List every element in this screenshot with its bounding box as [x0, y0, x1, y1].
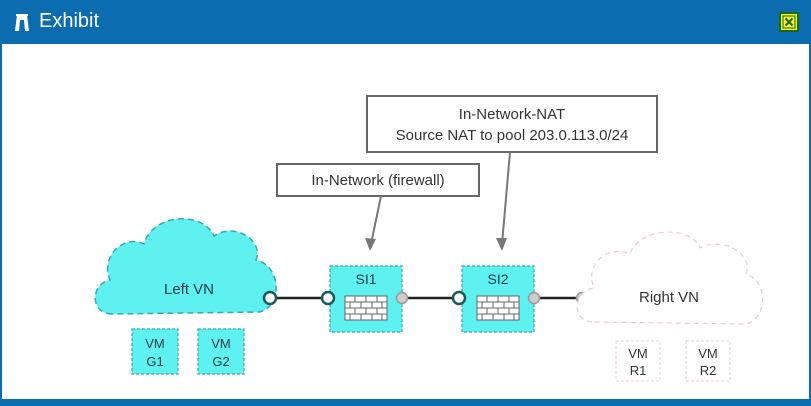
- exhibit-content: In-Network-NAT Source NAT to pool 203.0.…: [2, 44, 799, 399]
- right-vn-cloud: Right VN: [576, 231, 764, 325]
- vm-g2-line2: G2: [212, 354, 229, 369]
- vm-g1-line1: VM: [145, 336, 165, 351]
- right-vn-label: Right VN: [639, 289, 699, 306]
- title-bar: Exhibit: [0, 0, 811, 44]
- vm-r1-line1: VM: [628, 346, 648, 361]
- vm-g2-line1: VM: [211, 336, 231, 351]
- left-vn-cloud: Left VN: [94, 218, 277, 315]
- firewall-callout: In-Network (firewall): [276, 163, 480, 197]
- firewall-callout-text: In-Network (firewall): [311, 172, 444, 189]
- close-button[interactable]: [779, 12, 799, 32]
- vm-r2: VM R2: [685, 340, 731, 382]
- firewall-icon: [344, 295, 388, 321]
- vm-r1-line2: R1: [630, 363, 647, 378]
- vm-g1: VM G1: [131, 328, 179, 375]
- scrollbar-area: [799, 44, 809, 399]
- exhibit-icon: [15, 14, 29, 31]
- close-icon: [782, 15, 796, 29]
- port-si1-right: [395, 291, 409, 305]
- nat-callout-arrowhead: [496, 238, 507, 251]
- firewall-callout-arrowhead: [365, 238, 376, 251]
- vm-g2: VM G2: [197, 328, 245, 375]
- port-leftvn-out: [262, 290, 278, 306]
- vm-g1-line2: G1: [146, 354, 163, 369]
- si1-label: SI1: [355, 271, 376, 287]
- window-title: Exhibit: [39, 10, 100, 32]
- vm-r1: VM R1: [615, 340, 661, 382]
- firewall-icon: [476, 295, 520, 321]
- left-vn-label: Left VN: [164, 281, 214, 298]
- firewall-callout-pointer: [370, 195, 382, 245]
- vm-r2-line2: R2: [700, 363, 717, 378]
- nat-callout-pointer: [501, 151, 511, 245]
- nat-callout: In-Network-NAT Source NAT to pool 203.0.…: [366, 95, 658, 153]
- nat-callout-line2: Source NAT to pool 203.0.113.0/24: [396, 127, 629, 144]
- port-si2-right: [527, 291, 541, 305]
- service-instance-si1: SI1: [329, 265, 403, 333]
- network-diagram: In-Network-NAT Source NAT to pool 203.0.…: [94, 95, 764, 382]
- port-si1-left: [320, 290, 336, 306]
- nat-callout-line1: In-Network-NAT: [459, 106, 565, 123]
- port-si2-left: [451, 290, 467, 306]
- service-instance-si2: SI2: [461, 265, 535, 333]
- si2-label: SI2: [487, 271, 508, 287]
- vm-r2-line1: VM: [698, 346, 718, 361]
